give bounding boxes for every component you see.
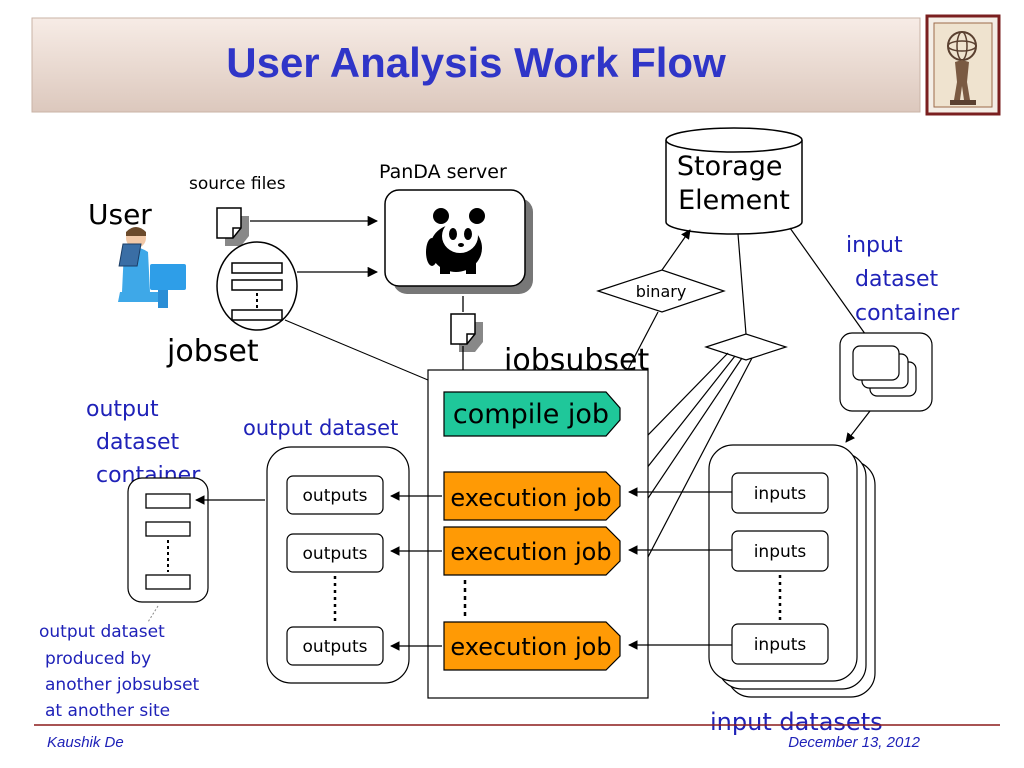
container-item-1 [145,493,191,509]
input-container-line3: container [855,301,960,326]
storage-to-dispatch-line [737,233,747,335]
output-container-line2: dataset [96,430,180,455]
jobset-to-jobsubset-line [284,319,429,381]
outputs-3-label: outputs [303,637,368,657]
outputs-box-1 [286,475,384,515]
execution-job-2-label: execution job [450,538,611,566]
document-icon [450,313,483,352]
user-label: User [88,198,152,231]
inputs-1-label: inputs [754,484,807,504]
source-files-label: source files [189,174,286,194]
storage-element-line1: Storage [677,151,783,182]
outputs-2-label: outputs [303,544,368,564]
atlas-logo-icon [925,14,1001,116]
outputs-box-3 [286,626,384,666]
storage-element-label: Storage Element [677,151,791,216]
container-item-3 [145,574,191,590]
output-container-line1: output [86,397,159,422]
note-pointer [147,605,159,623]
container-item-2 [145,521,191,537]
document-icon [216,207,249,246]
arrow-container-to-inputs [845,410,871,443]
input-container-line1: input [846,233,903,258]
page-title: User Analysis Work Flow [226,39,726,86]
execution-job-3 [443,621,621,671]
inputs-2-label: inputs [754,542,807,562]
produced-note-line4: at another site [45,701,170,721]
jobset-label: jobset [166,334,259,369]
footer-date: December 13, 2012 [788,734,920,751]
outputs-box-2 [286,533,384,573]
storage-element-cylinder [665,127,803,235]
binary-label: binary [636,282,687,301]
footer-author: Kaushik De [47,734,124,751]
inputs-box-1 [731,472,829,514]
dispatch-diamond [704,333,788,361]
inputs-3-label: inputs [754,635,807,655]
arrow-binary-to-storage [661,229,691,271]
panda-server-label: PanDA server [379,161,507,183]
produced-note: output dataset produced by another jobsu… [39,622,205,721]
execution-job-1-label: execution job [450,484,611,512]
inputs-box-3 [731,623,829,665]
input-container-label: input dataset container [846,233,960,326]
title-banner: User Analysis Work Flow [31,17,921,113]
jobset-oval [216,241,298,331]
outputs-1-label: outputs [303,486,368,506]
execution-job-2 [443,526,621,576]
storage-element-line2: Element [678,185,790,216]
input-datasets-label: input datasets [710,708,883,736]
storage-to-input-container-line [789,227,869,339]
produced-note-line3: another jobsubset [45,675,200,695]
user-at-laptop-icon [118,227,186,308]
panda-logo-icon [426,208,485,274]
compile-job-label: compile job [453,399,609,430]
inputs-box-2 [731,530,829,572]
execution-job-1 [443,471,621,521]
binary-diamond [596,269,726,313]
produced-note-line1: output dataset [39,622,165,642]
output-dataset-label: output dataset [243,416,398,440]
compile-job-box [443,391,621,437]
output-container-label: output dataset container [86,397,201,488]
input-container-line2: dataset [855,267,939,292]
input-container-item-1 [852,345,900,381]
execution-job-3-label: execution job [450,633,611,661]
produced-note-line2: produced by [45,649,151,669]
